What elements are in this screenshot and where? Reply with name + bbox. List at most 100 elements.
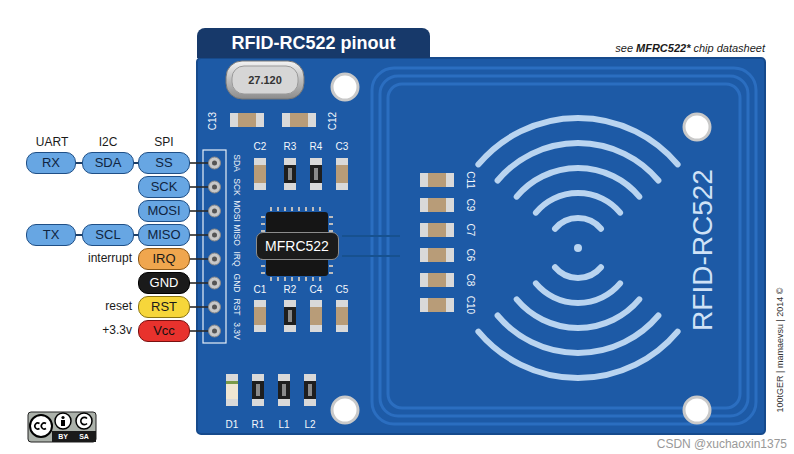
by-icon-head xyxy=(61,416,64,419)
pin-hole xyxy=(209,205,221,217)
antenna-trace xyxy=(388,84,740,408)
silkscreen-pin-name: IRQ xyxy=(231,251,240,266)
node-text: SDA xyxy=(95,156,122,171)
pin-hole xyxy=(209,301,221,313)
pin-hole xyxy=(209,229,221,241)
capacitor-symbol xyxy=(420,223,454,237)
i2c-pin-box: SDA xyxy=(82,152,134,174)
silkscreen-pin-name: MISO xyxy=(231,224,240,246)
capacitor-symbol xyxy=(282,113,316,127)
title-banner: RFID-RC522 pinout xyxy=(197,28,430,58)
component-label: C5 xyxy=(336,284,349,295)
component-label: C4 xyxy=(310,284,323,295)
node-text: GND xyxy=(150,276,179,291)
chip-pins xyxy=(263,209,331,279)
component-label: C13 xyxy=(207,112,218,130)
pin-hole-center xyxy=(212,185,217,190)
wave-arc xyxy=(517,168,640,197)
silkscreen-pin-name: GND xyxy=(231,274,240,293)
header-pins xyxy=(209,157,221,337)
silkscreen-pin-name: RST xyxy=(231,299,240,316)
antenna-trace xyxy=(372,68,756,424)
credit-text: 100tGER | mamaevsu | 2014 © xyxy=(776,288,786,413)
capacitor-symbol xyxy=(420,198,454,212)
node-text: RX xyxy=(42,156,60,171)
board-name: RFID-RC522 xyxy=(688,169,719,331)
pin-hole xyxy=(209,181,221,193)
silkscreen-pin-name: 3.3V xyxy=(231,322,240,340)
capacitor-symbol xyxy=(420,273,454,287)
uart-pin-box: TX xyxy=(26,224,76,246)
note-text: see xyxy=(615,42,633,54)
pin-leader-lines xyxy=(190,163,208,331)
chip-pin-row xyxy=(270,277,326,281)
interface-header: SPI xyxy=(154,136,173,149)
cc-icon xyxy=(30,415,52,437)
wave-arc xyxy=(536,193,620,213)
node-text: MISO xyxy=(147,228,180,243)
node-text: IRQ xyxy=(152,252,175,267)
datasheet-note: seeMFRC522*chip datasheet xyxy=(615,42,765,54)
pin-leader xyxy=(190,330,208,332)
pin-hole xyxy=(209,325,221,337)
pin-hole xyxy=(209,157,221,169)
wave-arc xyxy=(555,267,601,278)
ground-pin-box: GND xyxy=(138,272,190,294)
node-text: SCK xyxy=(151,180,178,195)
node-text: SS xyxy=(155,156,172,171)
pin-hole-center xyxy=(212,305,217,310)
capacitor-symbol xyxy=(230,113,264,127)
component-label: L1 xyxy=(278,419,289,430)
pin-leader xyxy=(190,306,208,308)
resistor-symbol xyxy=(252,374,264,406)
capacitor-symbol xyxy=(336,158,348,190)
pin-hole-center xyxy=(212,257,217,262)
note-text: chip datasheet xyxy=(693,42,765,54)
resistor-symbol xyxy=(310,158,322,190)
component-label: C10 xyxy=(465,296,476,314)
component-label: R3 xyxy=(284,141,297,152)
sa-icon xyxy=(76,413,92,429)
component-label: C11 xyxy=(465,171,476,189)
note-chip-name: MFRC522* xyxy=(636,42,690,54)
license-text: BY xyxy=(58,433,68,441)
component-label: C2 xyxy=(254,141,267,152)
mounting-hole xyxy=(332,397,358,423)
pin-hole-center xyxy=(212,233,217,238)
pin-function-note: interrupt xyxy=(88,252,132,265)
pcb-board xyxy=(197,58,765,434)
license-logo xyxy=(28,412,96,442)
interface-header: I2C xyxy=(99,136,118,149)
crystal-marking: 27.120 xyxy=(248,74,282,86)
pin-hole-centers xyxy=(212,161,217,334)
capacitor-symbol xyxy=(420,173,454,187)
component-label: C6 xyxy=(465,249,476,262)
pin-hole-center xyxy=(212,281,217,286)
mounting-hole xyxy=(684,397,710,423)
uart-pin-box: RX xyxy=(26,152,76,174)
title-text: RFID-RC522 pinout xyxy=(232,33,396,54)
silkscreen-pin-name: SCK xyxy=(231,178,240,195)
pin-hole xyxy=(209,253,221,265)
wave-arc xyxy=(478,118,677,164)
capacitor-symbol xyxy=(310,300,322,332)
capacitor-symbol xyxy=(336,300,348,332)
silkscreen-pin-name: MOSI xyxy=(231,200,240,222)
mounting-hole xyxy=(332,74,358,100)
pin-leader xyxy=(190,258,208,260)
silkscreen-pin-name: SDA xyxy=(231,154,240,171)
component-label: C9 xyxy=(465,199,476,212)
license-band xyxy=(52,431,96,442)
led-symbol xyxy=(226,374,238,406)
inductor-symbol xyxy=(278,374,290,406)
watermark: CSDN @xuchaoxin1375 xyxy=(657,438,787,451)
chip-body xyxy=(266,212,328,276)
capacitor-symbol xyxy=(254,300,266,332)
pin-hole-center xyxy=(212,329,217,334)
pin-leader xyxy=(190,210,208,212)
interrupt-pin-box: IRQ xyxy=(138,248,190,270)
crystal-can xyxy=(226,61,304,99)
component-label: R1 xyxy=(252,419,265,430)
component-label: C7 xyxy=(465,224,476,237)
